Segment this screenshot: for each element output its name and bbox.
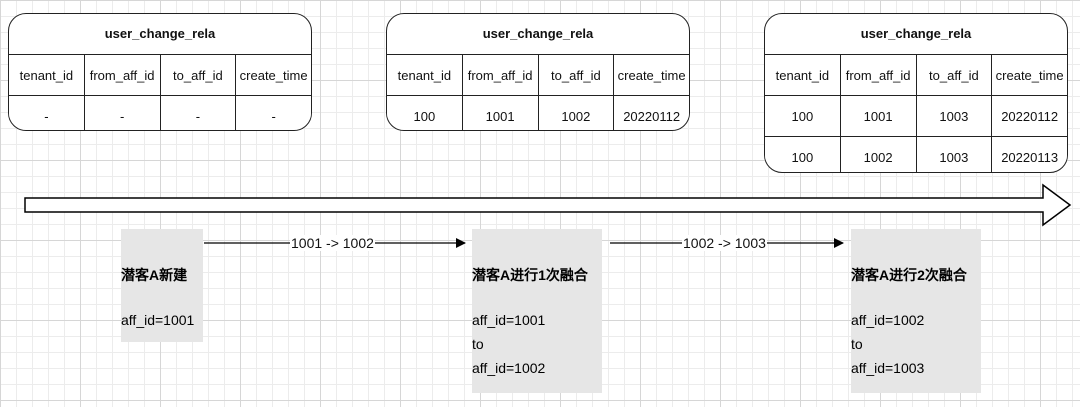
header-cell: create_time [617, 67, 686, 83]
table-cell: 20220113 [992, 137, 1067, 172]
table-cell: - [236, 96, 311, 130]
table-cell: - [161, 96, 237, 130]
table-header-row: tenant_id from_aff_id to_aff_id create_t… [765, 55, 1067, 96]
table-cell: 100 [765, 137, 841, 172]
node-line: aff_id=1001 [121, 312, 195, 328]
table-header-row: tenant_id from_aff_id to_aff_id create_t… [9, 55, 311, 96]
node-merge-2: 潜客A进行2次融合 aff_id=1002 to aff_id=1003 [851, 229, 981, 393]
table-cell: 1002 [539, 96, 615, 130]
header-cell: to_aff_id [539, 55, 615, 95]
header-cell: from_aff_id [841, 55, 917, 95]
table-cell: 1003 [917, 137, 993, 172]
header-cell: from_aff_id [463, 55, 539, 95]
header-cell: tenant_id [9, 55, 85, 95]
table-cell: 100 [765, 96, 841, 136]
table-cell: 20220112 [614, 96, 689, 130]
table-title: user_change_rela [9, 14, 311, 55]
timeline-arrow [24, 183, 1072, 227]
node-title: 潜客A进行2次融合 [851, 267, 967, 283]
edge-label-1: 1001 -> 1002 [290, 235, 375, 251]
header-cell: to_aff_id [917, 55, 993, 95]
header-cell: tenant_id [765, 55, 841, 95]
table-cell: 1001 [841, 96, 917, 136]
node-merge-1: 潜客A进行1次融合 aff_id=1001 to aff_id=1002 [472, 229, 602, 393]
node-create: 潜客A新建 aff_id=1001 [121, 229, 203, 342]
table-cell: - [85, 96, 161, 130]
table-cell: 1002 [841, 137, 917, 172]
node-line: to [472, 336, 484, 352]
header-cell: from_aff_id [85, 55, 161, 95]
table-second-merge: user_change_rela tenant_id from_aff_id t… [764, 13, 1068, 173]
header-cell: create_time [995, 67, 1064, 83]
header-cell: create_time [239, 67, 308, 83]
node-line: aff_id=1002 [851, 312, 925, 328]
table-initial: user_change_rela tenant_id from_aff_id t… [8, 13, 312, 131]
header-cell: to_aff_id [161, 55, 237, 95]
header-cell: tenant_id [387, 55, 463, 95]
node-title: 潜客A进行1次融合 [472, 267, 588, 283]
node-title: 潜客A新建 [121, 267, 188, 283]
table-cell: - [9, 96, 85, 130]
table-title: user_change_rela [765, 14, 1067, 55]
table-row: - - - - [9, 96, 311, 130]
table-cell: 20220112 [992, 96, 1067, 136]
node-line: aff_id=1003 [851, 360, 925, 376]
table-first-merge: user_change_rela tenant_id from_aff_id t… [386, 13, 690, 131]
node-line: to [851, 336, 863, 352]
edge-label-2: 1002 -> 1003 [682, 235, 767, 251]
table-cell: 100 [387, 96, 463, 130]
table-cell: 1003 [917, 96, 993, 136]
table-row: 100 1001 1003 20220112 [765, 96, 1067, 137]
table-header-row: tenant_id from_aff_id to_aff_id create_t… [387, 55, 689, 96]
table-title: user_change_rela [387, 14, 689, 55]
table-row: 100 1002 1003 20220113 [765, 137, 1067, 172]
node-line: aff_id=1001 [472, 312, 546, 328]
table-cell: 1001 [463, 96, 539, 130]
node-line: aff_id=1002 [472, 360, 546, 376]
table-row: 100 1001 1002 20220112 [387, 96, 689, 130]
